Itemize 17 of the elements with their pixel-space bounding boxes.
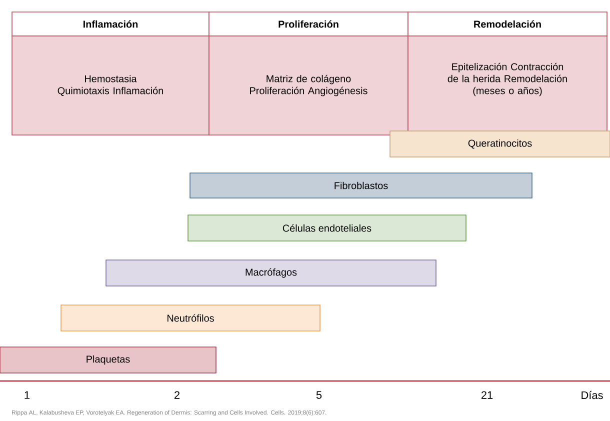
table-header-cell: Proliferación xyxy=(208,12,408,36)
table-header-cell: Inflamación xyxy=(12,12,210,36)
table-cell: Hemostasia Quimiotaxis Inflamación xyxy=(12,36,210,136)
table-cell: Matriz de colágeno Proliferación Angiogénesis xyxy=(208,36,408,136)
axis-tick-label: 21 xyxy=(481,391,493,399)
timeline-bar: Queratinocitos xyxy=(390,130,610,158)
timeline-bar: Neutrófilos xyxy=(60,304,320,332)
axis-tick-label: 5 xyxy=(316,391,322,399)
timeline-bar: Macrófagos xyxy=(106,260,436,286)
timeline-bar: Plaquetas xyxy=(0,346,216,374)
axis-tick-label: Días xyxy=(582,390,603,400)
timeline-bar: Fibroblastos xyxy=(190,172,532,198)
axis-tick-label: 1 xyxy=(24,391,30,399)
axis-tick-label: 2 xyxy=(174,391,180,399)
timeline-bar: Células endoteliales xyxy=(188,214,466,242)
table-cell: Epitelización Contracción de la herida Remodelación (meses o años) xyxy=(408,36,608,136)
table-header-cell: Remodelación xyxy=(408,12,608,36)
